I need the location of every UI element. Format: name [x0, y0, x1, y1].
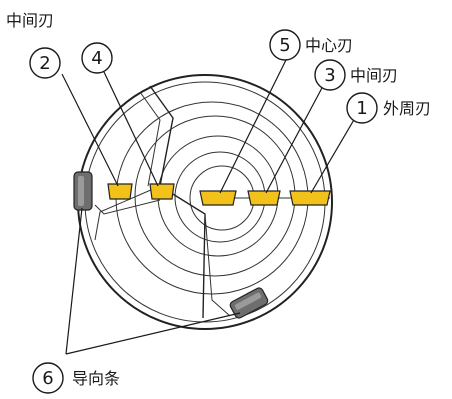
label-middle-edge: 中间刃 — [350, 66, 398, 85]
label-top-left: 中间刃 — [6, 11, 54, 30]
marker-1: 1 — [346, 92, 378, 124]
svg-text:3: 3 — [324, 65, 335, 86]
insert-2 — [107, 183, 133, 200]
insert-1 — [289, 190, 331, 206]
svg-text:6: 6 — [42, 368, 53, 389]
label-center-edge: 中心刃 — [305, 36, 353, 55]
svg-text:4: 4 — [91, 48, 102, 69]
guide-pad-bottom — [229, 287, 269, 319]
svg-text:1: 1 — [356, 98, 367, 119]
insert-5 — [199, 190, 237, 206]
drill-body — [73, 74, 333, 330]
svg-text:5: 5 — [279, 35, 290, 56]
marker-5: 5 — [269, 29, 301, 61]
marker-6: 6 — [32, 362, 64, 394]
label-outer-edge: 外周刃 — [383, 99, 431, 118]
leader-lines — [61, 59, 356, 355]
marker-4: 4 — [81, 42, 113, 74]
marker-3: 3 — [314, 59, 346, 91]
insert-4 — [149, 183, 175, 200]
insert-3 — [247, 190, 281, 206]
marker-2: 2 — [29, 47, 61, 79]
cutting-inserts — [107, 183, 331, 206]
label-guide-pad: 导向条 — [72, 369, 120, 388]
svg-text:2: 2 — [39, 53, 50, 74]
